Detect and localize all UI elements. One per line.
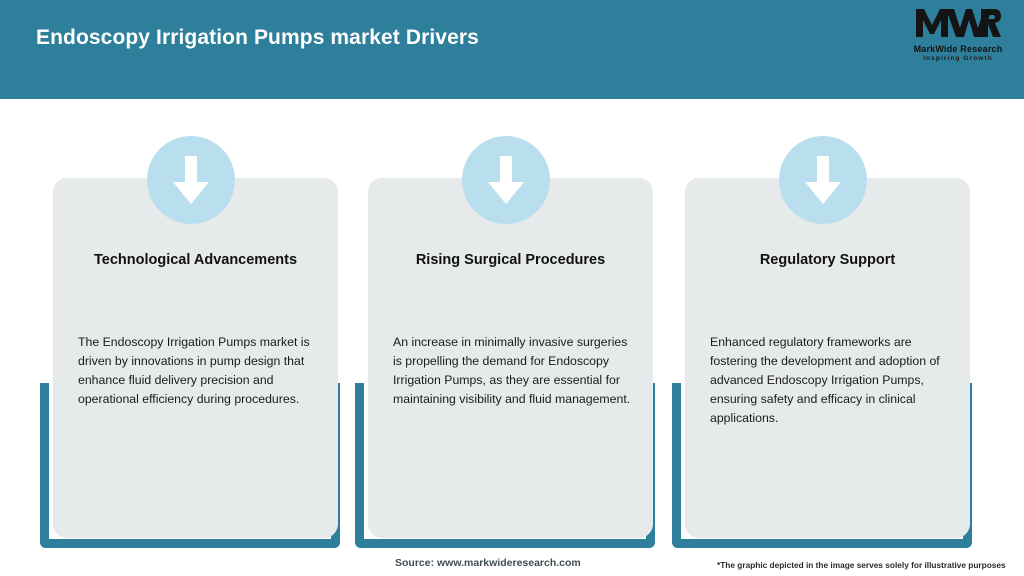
page-title: Endoscopy Irrigation Pumps market Driver… xyxy=(36,26,479,49)
source-label: Source: www.markwideresearch.com xyxy=(395,557,581,569)
logo-tagline: Inspiring Growth xyxy=(923,55,993,62)
logo-company-name: MarkWide Research xyxy=(913,44,1003,54)
driver-card[interactable]: Technological Advancements The Endoscopy… xyxy=(40,99,340,576)
card-body-text: Enhanced regulatory frameworks are foste… xyxy=(710,335,940,426)
card-panel: Rising Surgical Procedures An increase i… xyxy=(368,178,653,538)
card-title: Technological Advancements xyxy=(93,252,298,268)
card-panel: Regulatory Support Enhanced regulatory f… xyxy=(685,178,970,538)
card-body-text: The Endoscopy Irrigation Pumps market is… xyxy=(78,335,310,407)
arrow-down-icon xyxy=(462,136,550,224)
driver-card[interactable]: Regulatory Support Enhanced regulatory f… xyxy=(672,99,972,576)
drivers-card-row: Technological Advancements The Endoscopy… xyxy=(0,99,1024,576)
mwr-monogram-icon xyxy=(915,8,1001,43)
card-panel: Technological Advancements The Endoscopy… xyxy=(53,178,338,538)
driver-card[interactable]: Rising Surgical Procedures An increase i… xyxy=(355,99,655,576)
arrow-down-icon xyxy=(147,136,235,224)
card-body-text: An increase in minimally invasive surger… xyxy=(393,335,631,407)
card-title: Regulatory Support xyxy=(759,252,896,268)
page-header: Endoscopy Irrigation Pumps market Driver… xyxy=(0,0,1024,99)
disclaimer-note: *The graphic depicted in the image serve… xyxy=(717,560,1006,570)
card-title: Rising Surgical Procedures xyxy=(415,252,606,268)
arrow-down-icon xyxy=(779,136,867,224)
markwide-research-logo: MarkWide Research Inspiring Growth xyxy=(906,8,1010,64)
